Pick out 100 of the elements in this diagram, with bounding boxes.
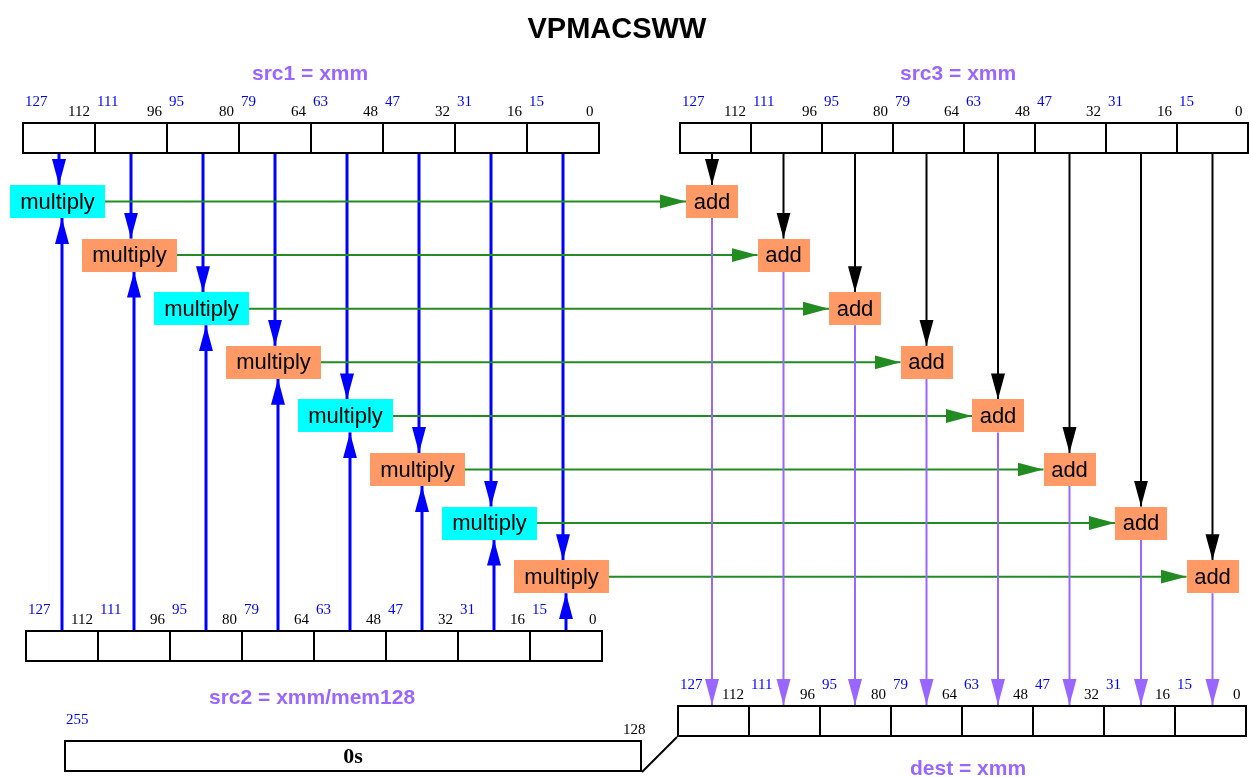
arrow: [484, 154, 498, 507]
arrow: [705, 217, 719, 706]
bit-index: 47: [1037, 94, 1052, 109]
arrow: [176, 248, 759, 263]
bit-index: 32: [435, 104, 450, 119]
arrow: [52, 154, 66, 185]
bit-index: 63: [316, 602, 331, 617]
bit-index: 79: [895, 94, 910, 109]
register-cell: [382, 122, 456, 154]
register-label: src2 = xmm/mem128: [209, 686, 416, 707]
bit-index: 16: [1157, 104, 1172, 119]
arrow: [608, 569, 1188, 584]
arrow: [464, 462, 1045, 477]
register-cell: [25, 630, 99, 662]
arrow: [705, 153, 719, 186]
operation-box: add: [829, 292, 881, 326]
bit-index: 0: [1233, 687, 1241, 702]
arrow: [55, 218, 69, 630]
register-cell: [963, 122, 1036, 154]
bit-index: 95: [172, 602, 187, 617]
bit-index: 47: [1035, 677, 1050, 692]
bit-index: 16: [1155, 687, 1170, 702]
bit-index: 96: [800, 687, 815, 702]
arrow: [248, 301, 830, 316]
bit-index: 95: [824, 94, 839, 109]
register-cell: [22, 122, 96, 154]
register-cell: [748, 705, 821, 737]
register-cell: [1174, 705, 1247, 737]
bit-index: 31: [457, 94, 472, 109]
operation-box: multiply: [10, 185, 105, 218]
bit-index: 96: [150, 612, 165, 627]
bit-index: 112: [724, 104, 746, 119]
bit-index: 15: [529, 94, 544, 109]
bit-index: 95: [822, 677, 837, 692]
register-label: dest = xmm: [910, 757, 1027, 777]
register-cell: [310, 122, 384, 154]
bit-index: 64: [294, 612, 309, 627]
bit-index: 15: [1179, 94, 1194, 109]
bit-index: 47: [388, 602, 403, 617]
register-cell: [1176, 122, 1249, 154]
register-cell: [1103, 705, 1176, 737]
register-cell: [238, 122, 312, 154]
connector-line: [641, 736, 678, 773]
register-cell: [97, 630, 171, 662]
bit-index: 31: [1108, 94, 1123, 109]
register-cell: [821, 122, 894, 154]
bit-index: 112: [722, 687, 744, 702]
operation-box: add: [972, 399, 1024, 433]
operation-box: add: [757, 238, 810, 272]
arrow: [1205, 153, 1220, 562]
bit-index: 63: [313, 94, 328, 109]
arrow: [776, 270, 791, 706]
bit-index: 48: [1013, 687, 1028, 702]
bit-index: 32: [438, 612, 453, 627]
bit-index: 16: [510, 612, 525, 627]
bit-index: 15: [1177, 677, 1192, 692]
register-cell: [529, 630, 603, 662]
bit-index: 79: [241, 94, 256, 109]
bit-index: 79: [893, 677, 908, 692]
operation-box: multiply: [226, 345, 321, 379]
bit-index: 96: [802, 104, 817, 119]
bit-index: 111: [751, 677, 773, 692]
arrow: [340, 154, 354, 400]
arrow: [991, 431, 1005, 706]
bit-index: 63: [966, 94, 981, 109]
register-cell: [892, 122, 965, 154]
arrow: [1062, 485, 1077, 706]
register-cell: [1034, 122, 1107, 154]
bit-index: 127: [25, 94, 48, 109]
bit-index: 111: [97, 94, 119, 109]
bit-index: 112: [71, 612, 93, 627]
bit-index: 111: [100, 602, 122, 617]
register-cell: [169, 630, 243, 662]
bit-index: 31: [1106, 677, 1121, 692]
arrow: [536, 516, 1116, 531]
bit-index: 0: [589, 612, 597, 627]
arrow: [919, 153, 934, 347]
register-label: src3 = xmm: [900, 62, 1017, 83]
register-cell: [961, 705, 1034, 737]
arrow: [104, 194, 687, 209]
register-cell: [677, 705, 750, 737]
register-cell: [890, 705, 963, 737]
arrow: [271, 378, 285, 630]
bit-index: 79: [244, 602, 259, 617]
operation-box: add: [1115, 506, 1167, 540]
bit-index: 96: [147, 104, 162, 119]
bit-index: 127: [680, 677, 703, 692]
operation-box: add: [900, 345, 953, 379]
bit-index: 47: [385, 94, 400, 109]
arrow: [392, 408, 973, 423]
bit-index: 32: [1086, 104, 1101, 119]
register-cell: [750, 122, 823, 154]
bit-index: 64: [944, 104, 959, 119]
arrow: [556, 154, 570, 561]
register-cell: [454, 122, 528, 154]
register-cell: [166, 122, 240, 154]
bit-index: 16: [507, 104, 522, 119]
register-cell: [819, 705, 892, 737]
arrow: [487, 539, 501, 630]
operation-box: multiply: [514, 560, 609, 594]
